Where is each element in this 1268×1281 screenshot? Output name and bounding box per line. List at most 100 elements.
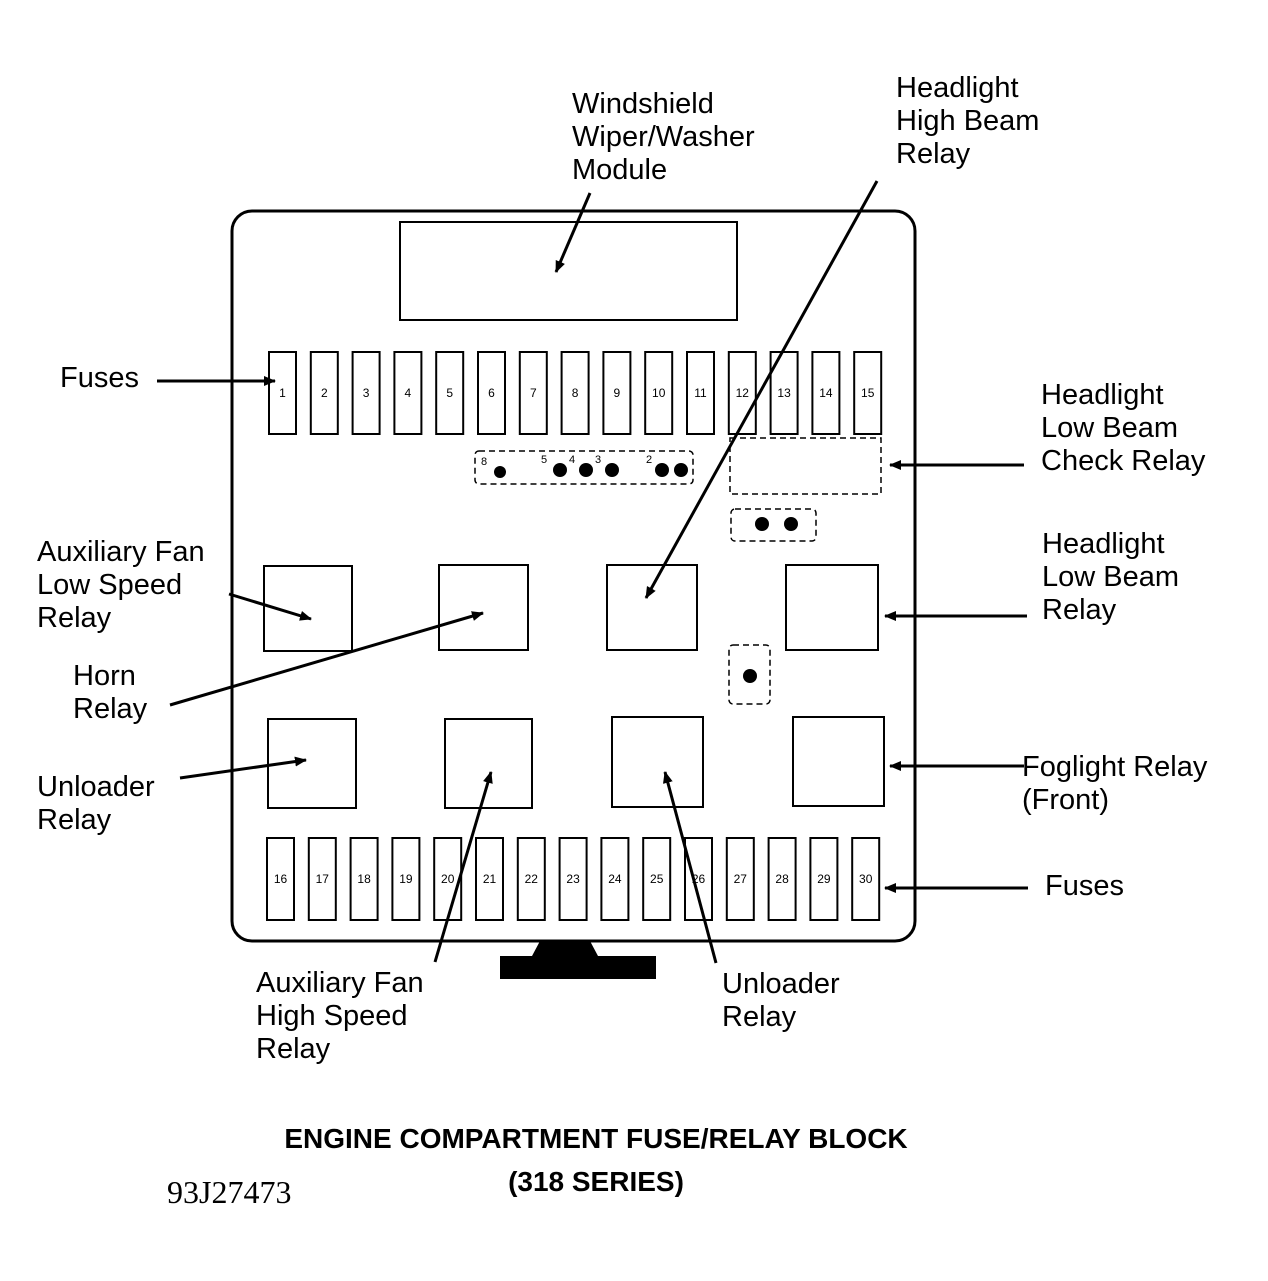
fuse-number: 1 (279, 386, 286, 400)
fuse-number: 29 (817, 872, 831, 886)
fuse-slot (477, 351, 506, 435)
aux-fan-low-speed-relay-box (263, 565, 353, 652)
fuse-number: 4 (405, 386, 412, 400)
diode-pin (674, 463, 688, 477)
pin-label: 3 (595, 454, 601, 466)
arrow-aux-fan-low-relay (228, 592, 312, 621)
arrow-high-beam-relay (644, 180, 879, 599)
fuse-number: 6 (488, 386, 495, 400)
diode-connector-small (730, 508, 817, 542)
unloader-relay-bottom-box (611, 716, 704, 808)
fuse-number: 22 (525, 872, 539, 886)
fuse-number: 13 (777, 386, 791, 400)
diode-pin (579, 463, 593, 477)
fuse-slot (475, 837, 504, 921)
fuse-number: 20 (441, 872, 455, 886)
aux-fan-high-speed-relay-box (444, 718, 533, 809)
fuse-slot (602, 351, 632, 435)
fuse-slot (309, 351, 339, 435)
fuse-slot (851, 837, 881, 921)
wiper-module-box (399, 221, 738, 321)
low-beam-relay-box (785, 564, 879, 651)
label-low-beam-relay: Headlight Low Beam Relay (1042, 528, 1180, 626)
diode-connector (474, 450, 694, 485)
pin-label: 4 (569, 454, 575, 466)
unloader-relay-left-box (267, 718, 357, 809)
fuse-slot (811, 351, 841, 435)
label-aux-fan-low-relay: Auxiliary Fan Low Speed Relay (37, 536, 205, 634)
fuse-slot (600, 837, 630, 921)
diode-pin (494, 466, 506, 478)
fuse-slot (853, 351, 883, 435)
diode-pin (784, 517, 798, 531)
fuse-number: 30 (859, 872, 873, 886)
diode-pin (553, 463, 567, 477)
fuse-slot (769, 351, 799, 435)
fuse-number: 9 (614, 386, 621, 400)
pin-label: 5 (541, 454, 547, 466)
label-foglight-relay: Foglight Relay (Front) (1022, 751, 1208, 816)
label-unloader-relay-left: Unloader Relay (37, 771, 155, 836)
label-fuses-bottom: Fuses (1045, 870, 1124, 902)
arrow-unloader-relay-left (179, 756, 307, 780)
fuse-slot (266, 837, 295, 921)
fuse-slot (560, 351, 590, 435)
fuse-slot (351, 351, 381, 435)
label-aux-fan-high-relay: Auxiliary Fan High Speed Relay (256, 967, 424, 1065)
fuse-number: 17 (316, 872, 330, 886)
fuse-number: 14 (819, 386, 833, 400)
diagram-title: ENGINE COMPARTMENT FUSE/RELAY BLOCK (284, 1123, 908, 1154)
diagram-subtitle: (318 SERIES) (508, 1166, 684, 1197)
label-wiper-module: Windshield Wiper/Washer Module (572, 88, 755, 186)
fuse-number: 19 (399, 872, 413, 886)
fuse-number: 15 (861, 386, 875, 400)
figure-code: 93J27473 (167, 1174, 292, 1210)
fuse-slot (307, 837, 337, 921)
fuse-number: 28 (775, 872, 789, 886)
fuse-slot (684, 837, 713, 921)
arrow-unloader-relay-bottom (663, 771, 718, 964)
fuse-number: 11 (694, 386, 707, 400)
diode-connector-single (728, 644, 771, 705)
fuse-number: 2 (321, 386, 328, 400)
fuse-slot (642, 837, 672, 921)
fuse-number: 16 (274, 872, 288, 886)
low-beam-check-relay-box (729, 437, 882, 495)
fuse-slot (809, 837, 839, 921)
fuse-number: 5 (446, 386, 453, 400)
label-fuses-top: Fuses (60, 362, 139, 394)
fuse-slot (644, 351, 674, 435)
fuse-slot (518, 351, 548, 435)
fuse-number: 7 (530, 386, 537, 400)
label-unloader-relay-bottom: Unloader Relay (722, 968, 840, 1033)
arrow-wiper-module (554, 192, 592, 273)
fuse-slot (393, 351, 423, 435)
fuse-slot (727, 351, 757, 435)
pin-label: 8 (481, 456, 487, 468)
fuse-number: 10 (652, 386, 666, 400)
fuse-slot (725, 837, 755, 921)
arrow-horn-relay (169, 611, 484, 707)
fuse-slot (435, 351, 465, 435)
fuse-number: 18 (357, 872, 371, 886)
fuse-slot (349, 837, 379, 921)
fuse-number: 8 (572, 386, 579, 400)
high-beam-relay-box (606, 564, 698, 651)
fuse-number: 23 (566, 872, 580, 886)
label-horn-relay: Horn Relay (73, 660, 148, 725)
fuse-slot (686, 351, 715, 435)
mounting-bracket (500, 941, 656, 979)
fuse-number: 27 (734, 872, 748, 886)
fuse-slot (516, 837, 546, 921)
diode-pin (743, 669, 757, 683)
foglight-relay-box (792, 716, 885, 807)
diode-pin (605, 463, 619, 477)
fuse-number: 21 (483, 872, 497, 886)
fuse-number: 24 (608, 872, 622, 886)
fuse-number: 12 (736, 386, 750, 400)
horn-relay-box (438, 564, 529, 651)
